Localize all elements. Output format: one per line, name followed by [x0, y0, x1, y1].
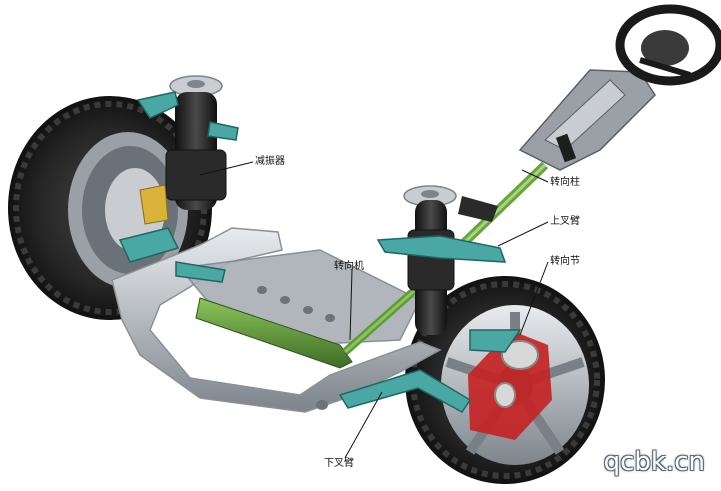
left-brake-caliper: [139, 184, 169, 225]
label-lower-arm: 下叉臂: [324, 458, 354, 469]
label-shock-absorber: 减振器: [255, 156, 285, 167]
label-steering-column: 转向柱: [550, 177, 580, 188]
label-upper-arm: 上叉臂: [550, 216, 580, 227]
label-steering-gear: 转向机: [334, 261, 364, 272]
leader-lines: [199, 161, 549, 459]
label-knuckle: 转向节: [550, 256, 580, 267]
steering-wheel: [615, 4, 721, 86]
brake-assembly: [468, 330, 552, 440]
watermark: qcbk.cn: [603, 447, 705, 477]
left-shock-absorber: [165, 75, 227, 210]
control-arms: [118, 91, 522, 413]
steering-rack: [195, 287, 418, 369]
